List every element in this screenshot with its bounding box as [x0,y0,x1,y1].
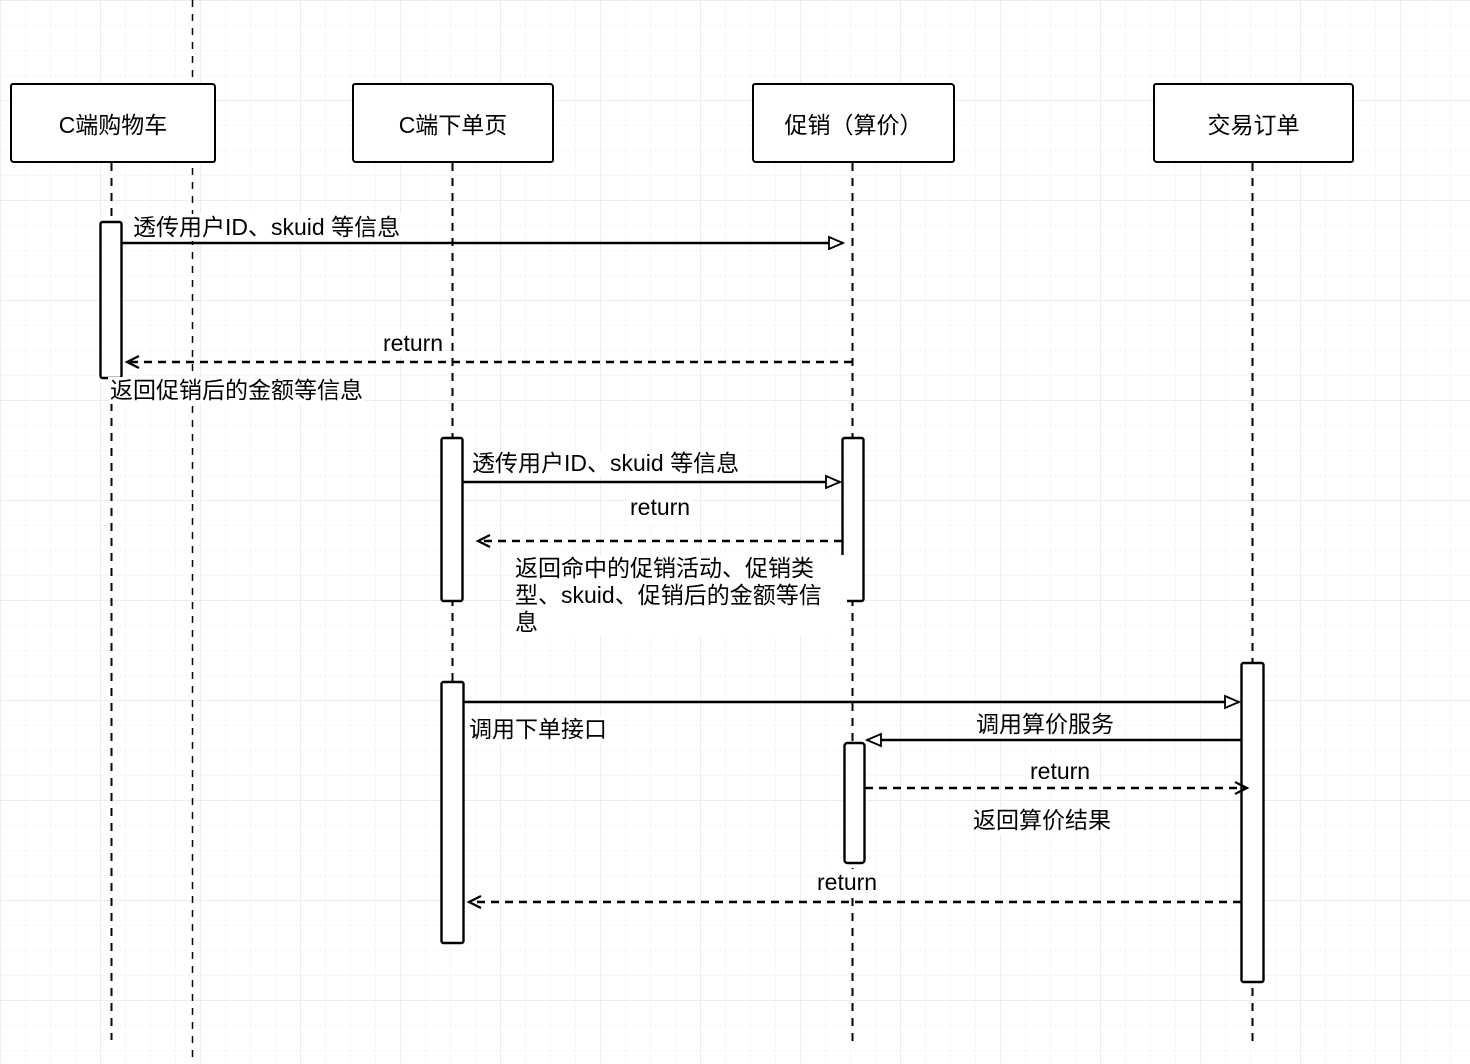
message-label-r4: return [815,869,880,896]
activation-bar-order-page-2[interactable] [440,680,465,945]
actor-box-promotion[interactable]: 促销（算价） [752,83,955,163]
message-label-m1: 透传用户ID、skuid 等信息 [131,214,403,241]
message-label-r2: return [628,494,693,521]
activation-bar-order-page-1[interactable] [440,436,464,603]
actor-box-order-page[interactable]: C端下单页 [352,83,554,163]
actor-label-trade-order: 交易订单 [1207,112,1300,138]
actor-label-promotion: 促销（算价） [784,112,923,138]
message-label-r1: return [381,330,446,357]
message-label-m3: 调用下单接口 [467,716,609,743]
activation-bar-cart[interactable] [99,220,123,380]
message-note-r2: 返回命中的促销活动、促销类 型、skuid、促销后的金额等信 息 [513,555,847,636]
actor-box-cart[interactable]: C端购物车 [10,83,216,163]
activation-bar-trade-order[interactable] [1240,661,1265,984]
actor-label-cart: C端购物车 [58,112,168,138]
message-label-m2: 透传用户ID、skuid 等信息 [470,450,742,477]
activation-bar-promotion-1[interactable] [841,436,865,603]
message-label-m4: 调用算价服务 [974,711,1116,738]
actor-box-trade-order[interactable]: 交易订单 [1153,83,1354,163]
activation-bar-promotion-2[interactable] [843,741,866,865]
message-note-r3: 返回算价结果 [971,807,1113,834]
actor-label-order-page: C端下单页 [398,112,508,138]
message-note-r1: 返回促销后的金额等信息 [108,377,365,404]
message-label-r3: return [1028,758,1093,785]
